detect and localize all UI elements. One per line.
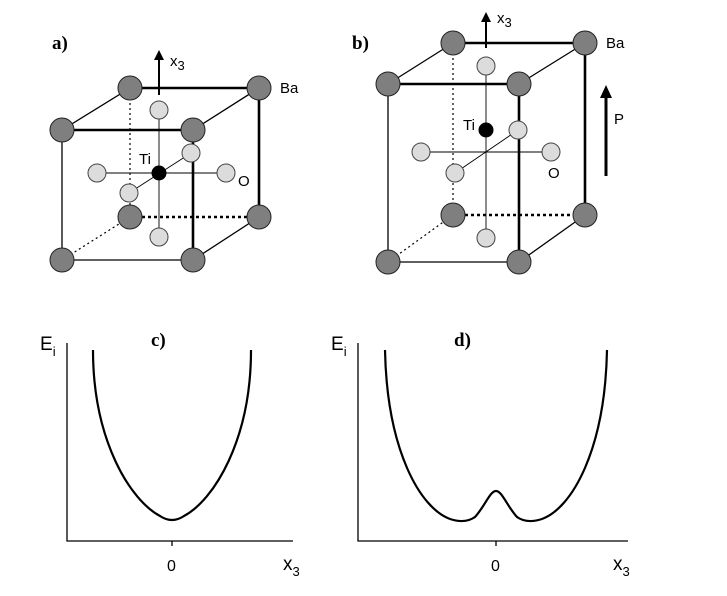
panel-b-o-atom (476, 228, 496, 248)
panel-b-polarization-arrowhead (600, 85, 612, 98)
panel-b-ti-label: Ti (463, 117, 475, 134)
panel-c-axes (66, 343, 293, 542)
panel-b-o-atom (411, 142, 431, 162)
panel-a-ba-atom (246, 75, 272, 101)
panel-a-x3-label: x3 (170, 53, 185, 73)
panel-d-y-axis-label: Ei (331, 334, 347, 359)
panel-b-edge (518, 214, 586, 263)
panel-b-o-atom (508, 120, 528, 140)
panel-d-x-tick-label: 0 (491, 558, 500, 575)
panel-b-ba-atom (572, 202, 598, 228)
panel-a-ba-atom (49, 247, 75, 273)
panel-a-o-atom (181, 143, 201, 163)
panel-a-ba-atom (180, 117, 206, 143)
panel-b-ba-label: Ba (606, 35, 625, 52)
panel-a-x3-arrowhead (154, 50, 164, 60)
panel-a-ba-atom (180, 247, 206, 273)
panel-b-x3-arrowhead (481, 12, 491, 22)
panel-a-cubic-cell: a) x3 Ti O (49, 33, 299, 273)
panel-b-ba-atom (440, 30, 466, 56)
panel-d-double-well-plot: Ei d) 0 x3 (331, 330, 630, 579)
panel-b-o-atom (476, 56, 496, 76)
panel-a-edge (192, 216, 260, 261)
panel-d-label: d) (454, 330, 471, 351)
panel-c-x-tick-label: 0 (167, 558, 176, 575)
panel-b-back-diagonal-edge (387, 214, 454, 263)
panel-b-o-atom (541, 142, 561, 162)
panel-b-x3-label: x3 (497, 10, 512, 30)
panel-a-o-label: O (238, 173, 250, 190)
panel-a-edge (61, 87, 131, 131)
panel-b-tetragonal-cell: b) x3 Ti O (352, 10, 625, 275)
panel-a-ti-label: Ti (139, 151, 151, 168)
panel-a-ba-label: Ba (280, 80, 299, 97)
panel-b-ba-atom (506, 249, 532, 275)
panel-b-label: b) (352, 33, 369, 54)
panel-d-energy-curve (383, 349, 609, 523)
panel-a-o-atom (149, 227, 169, 247)
panel-b-ba-atom (375, 249, 401, 275)
panel-a-back-diagonal-edge (61, 216, 131, 261)
panel-b-ba-atom (375, 71, 401, 97)
panel-b-edge (387, 42, 454, 85)
panel-c-label: c) (151, 330, 166, 351)
panel-b-ba-atom (572, 30, 598, 56)
panel-b-edge (518, 42, 586, 85)
panel-a-o-atom (216, 163, 236, 183)
panel-b-ti-atom (478, 122, 494, 138)
panel-d-x-axis-label: x3 (613, 554, 630, 579)
panel-a-ba-atom (246, 204, 272, 230)
panel-a-o-atom (87, 163, 107, 183)
panel-b-ba-atom (506, 71, 532, 97)
panel-b-inner-axis (454, 129, 519, 174)
panel-a-o-atom (149, 100, 169, 120)
panel-a-ba-atom (49, 117, 75, 143)
panel-a-ti-atom (151, 165, 167, 181)
panel-b-ba-atom (440, 202, 466, 228)
panel-a-ba-atom (117, 75, 143, 101)
panel-c-y-axis-label: Ei (40, 334, 56, 359)
panel-a-o-atom (119, 183, 139, 203)
panel-d-axes (357, 343, 628, 542)
panel-c-single-well-plot: Ei c) 0 x3 (40, 330, 300, 579)
panel-a-ba-atom (117, 204, 143, 230)
panel-a-edge (192, 87, 260, 131)
panel-c-energy-curve (91, 349, 253, 522)
panel-b-o-atom (445, 163, 465, 183)
panel-c-x-axis-label: x3 (283, 554, 300, 579)
panel-a-label: a) (52, 33, 68, 54)
panel-b-polarization-label: P (614, 111, 624, 128)
panel-b-o-label: O (548, 165, 560, 182)
